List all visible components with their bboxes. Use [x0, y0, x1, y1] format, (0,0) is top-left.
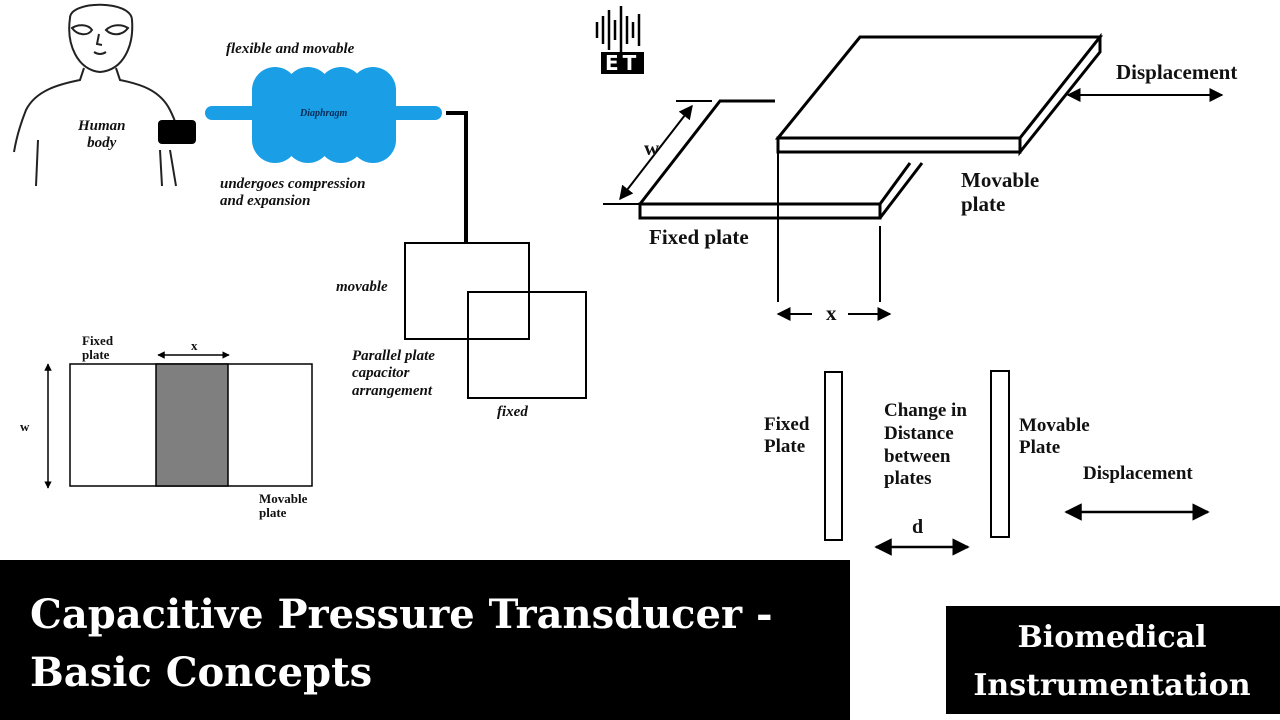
fixed-plate-label-bottom: Fixed Plate [764, 414, 810, 457]
diaphragm-bottom-label: undergoes compression and expansion [220, 176, 366, 210]
pressure-cuff [158, 120, 196, 144]
movable-label: movable [336, 279, 388, 295]
sound-wave-icon [595, 6, 641, 54]
logo-text: ET [601, 52, 645, 74]
displacement-label-top: Displacement [1116, 60, 1238, 84]
fixed-square [467, 291, 587, 399]
w-dimension [603, 100, 712, 205]
x-label-right: x [826, 301, 837, 325]
diaphragm-top-label: flexible and movable [226, 41, 355, 57]
w-label-left: w [20, 419, 30, 434]
change-distance-label: Change in Distance between plates [884, 400, 967, 490]
overlap-shade [155, 363, 229, 487]
subject-text: Biomedical Instrumentation [973, 620, 1251, 703]
x-label-left: x [191, 338, 198, 353]
movable-plate-3d [774, 32, 1104, 157]
subject-banner: Biomedical Instrumentation [946, 606, 1280, 714]
fixed-plate-bar [824, 371, 843, 541]
w-label-right: w [644, 136, 660, 160]
displacement-label-bottom: Displacement [1083, 463, 1193, 484]
fixed-plate-label-right: Fixed plate [649, 225, 749, 249]
movable-plate-label-bottom: Movable Plate [1019, 415, 1090, 458]
air-tube-right [390, 106, 442, 120]
capacitor-label: Parallel plate capacitor arrangement [352, 348, 435, 399]
movable-plate-label-left: Movable plate [259, 491, 308, 520]
diaphragm-shape [252, 67, 396, 163]
x-dimension [776, 152, 892, 321]
human-body-label: Human body [78, 118, 126, 152]
human-figure [13, 3, 181, 187]
title-banner: Capacitive Pressure Transducer - Basic C… [0, 560, 850, 720]
d-label: d [912, 516, 924, 538]
title-text: Capacitive Pressure Transducer - Basic C… [30, 591, 773, 696]
air-tube-left [205, 106, 263, 120]
fixed-plate-label-left: Fixed plate [82, 333, 114, 362]
fixed-label: fixed [497, 404, 528, 420]
movable-plate-bar [990, 370, 1010, 538]
diaphragm-label: Diaphragm [300, 108, 348, 119]
link-wire [446, 111, 468, 243]
movable-plate-label-right: Movable plate [961, 168, 1040, 217]
